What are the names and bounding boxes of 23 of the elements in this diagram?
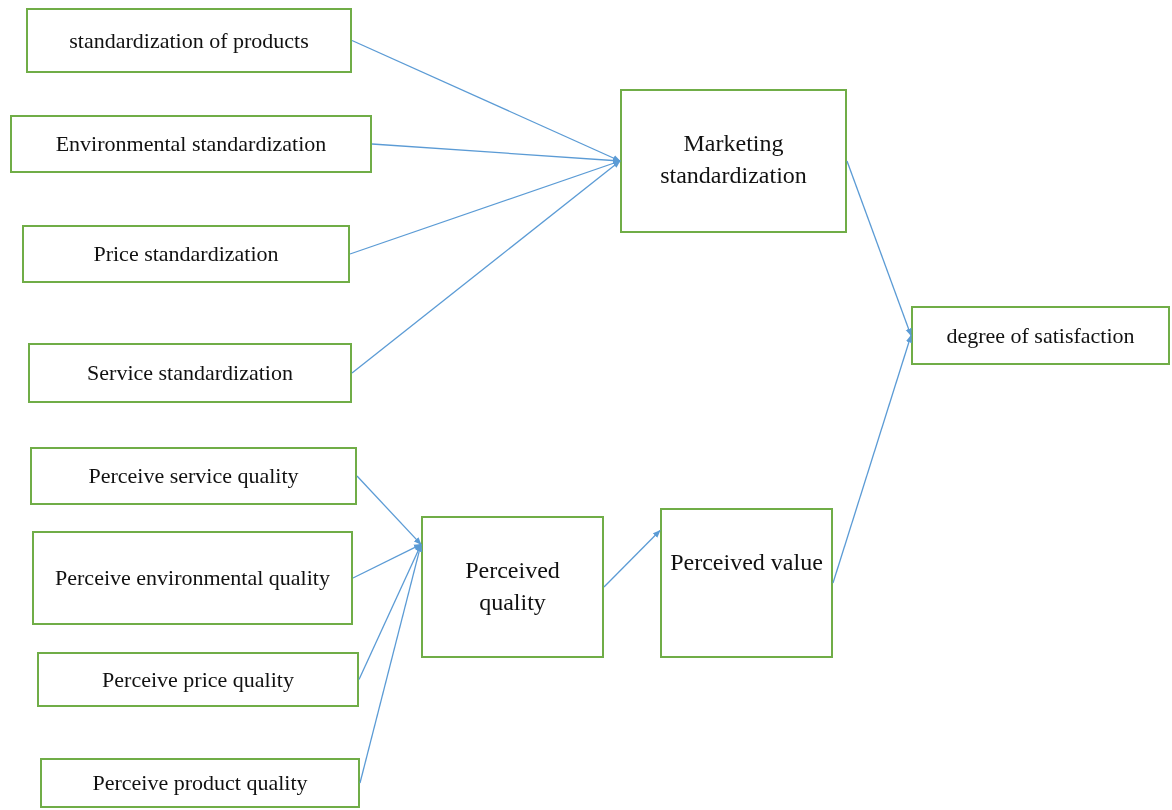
arrow [351, 160, 621, 374]
process-box: degree of satisfaction [911, 306, 1170, 365]
arrow [349, 160, 621, 255]
process-box: Perceive price quality [37, 652, 359, 707]
process-box: Marketing standardization [620, 89, 847, 233]
process-box: standardization of products [26, 8, 352, 73]
arrow [351, 39, 621, 162]
process-box: Price standardization [22, 225, 350, 283]
arrow [358, 543, 422, 681]
process-box: Environmental standardization [10, 115, 372, 173]
process-box: Perceived quality [421, 516, 604, 658]
process-box: Perceive service quality [30, 447, 357, 505]
arrow [352, 543, 422, 579]
process-box: Perceived value [660, 508, 833, 658]
process-box: Service standardization [28, 343, 352, 403]
arrow [359, 543, 423, 784]
arrow [832, 334, 912, 584]
process-box: Perceive environmental quality [32, 531, 353, 625]
arrow [603, 529, 661, 588]
arrow [846, 160, 912, 337]
arrow [356, 475, 422, 546]
process-box: Perceive product quality [40, 758, 360, 808]
arrow [371, 143, 621, 164]
